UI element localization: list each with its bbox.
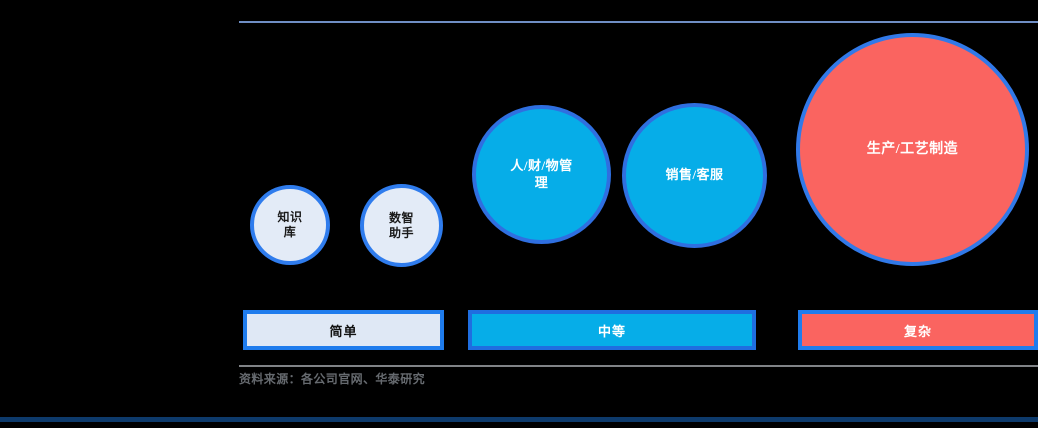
category-bar-label: 简单 bbox=[329, 323, 358, 339]
top-divider-rule bbox=[239, 21, 1038, 23]
source-divider-rule bbox=[239, 365, 1038, 367]
bubble-hr-finance-asset-management: 人/财/物管 理 bbox=[472, 105, 611, 244]
category-bar-simple: 简单 bbox=[243, 310, 444, 350]
bubble-digital-assistant: 数智 助手 bbox=[360, 184, 443, 267]
source-note: 资料来源：各公司官网、华泰研究 bbox=[239, 372, 426, 386]
bubble-label: 知识 库 bbox=[277, 210, 303, 239]
category-bar-label: 中等 bbox=[597, 323, 626, 339]
bubble-label: 生产/工艺制造 bbox=[866, 141, 959, 157]
category-bar-medium: 中等 bbox=[468, 310, 756, 350]
bubble-sales-customer-service: 销售/客服 bbox=[622, 103, 767, 248]
bubble-label: 人/财/物管 理 bbox=[510, 158, 573, 190]
bubble-knowledge-base: 知识 库 bbox=[250, 185, 330, 265]
category-bar-complex: 复杂 bbox=[798, 310, 1038, 350]
bubble-production-process-manufacturing: 生产/工艺制造 bbox=[796, 33, 1029, 266]
bubble-label: 数智 助手 bbox=[388, 210, 414, 240]
bubble-label: 销售/客服 bbox=[665, 167, 724, 183]
footer-accent-bar bbox=[0, 417, 1038, 422]
category-bar-label: 复杂 bbox=[903, 323, 932, 339]
